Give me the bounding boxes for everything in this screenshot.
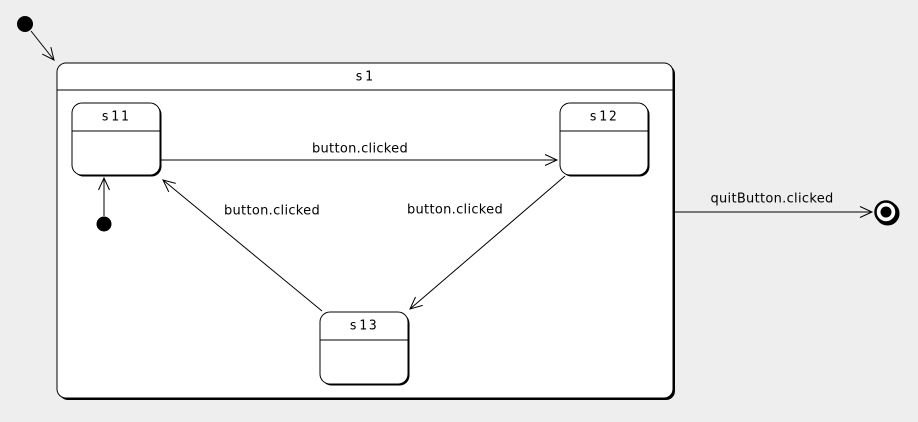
final-state-dot-icon: [880, 206, 892, 218]
transition-initial-to-s1: [30, 30, 55, 61]
state-s11-title: s11: [101, 110, 130, 125]
transition-s13-to-s11: [162, 179, 323, 312]
transition-s12-to-s13: [409, 175, 566, 310]
state-s13-title: s13: [349, 319, 378, 334]
initial-state-icon: [17, 16, 33, 32]
transition-s1-to-final-label: quitButton.clicked: [710, 192, 833, 207]
state-s1-title: s1: [355, 70, 375, 85]
state-s11: [71, 102, 161, 176]
state-s12-title: s12: [589, 110, 618, 125]
transition-s13-to-s11-label: button.clicked: [224, 204, 320, 219]
transition-s11-to-s12-label: button.clicked: [312, 142, 408, 157]
state-s1: [56, 62, 674, 399]
inner-initial-state-icon: [96, 216, 112, 232]
state-s12: [559, 102, 649, 176]
transition-s12-to-s13-label: button.clicked: [407, 203, 503, 218]
state-s13: [319, 311, 409, 385]
